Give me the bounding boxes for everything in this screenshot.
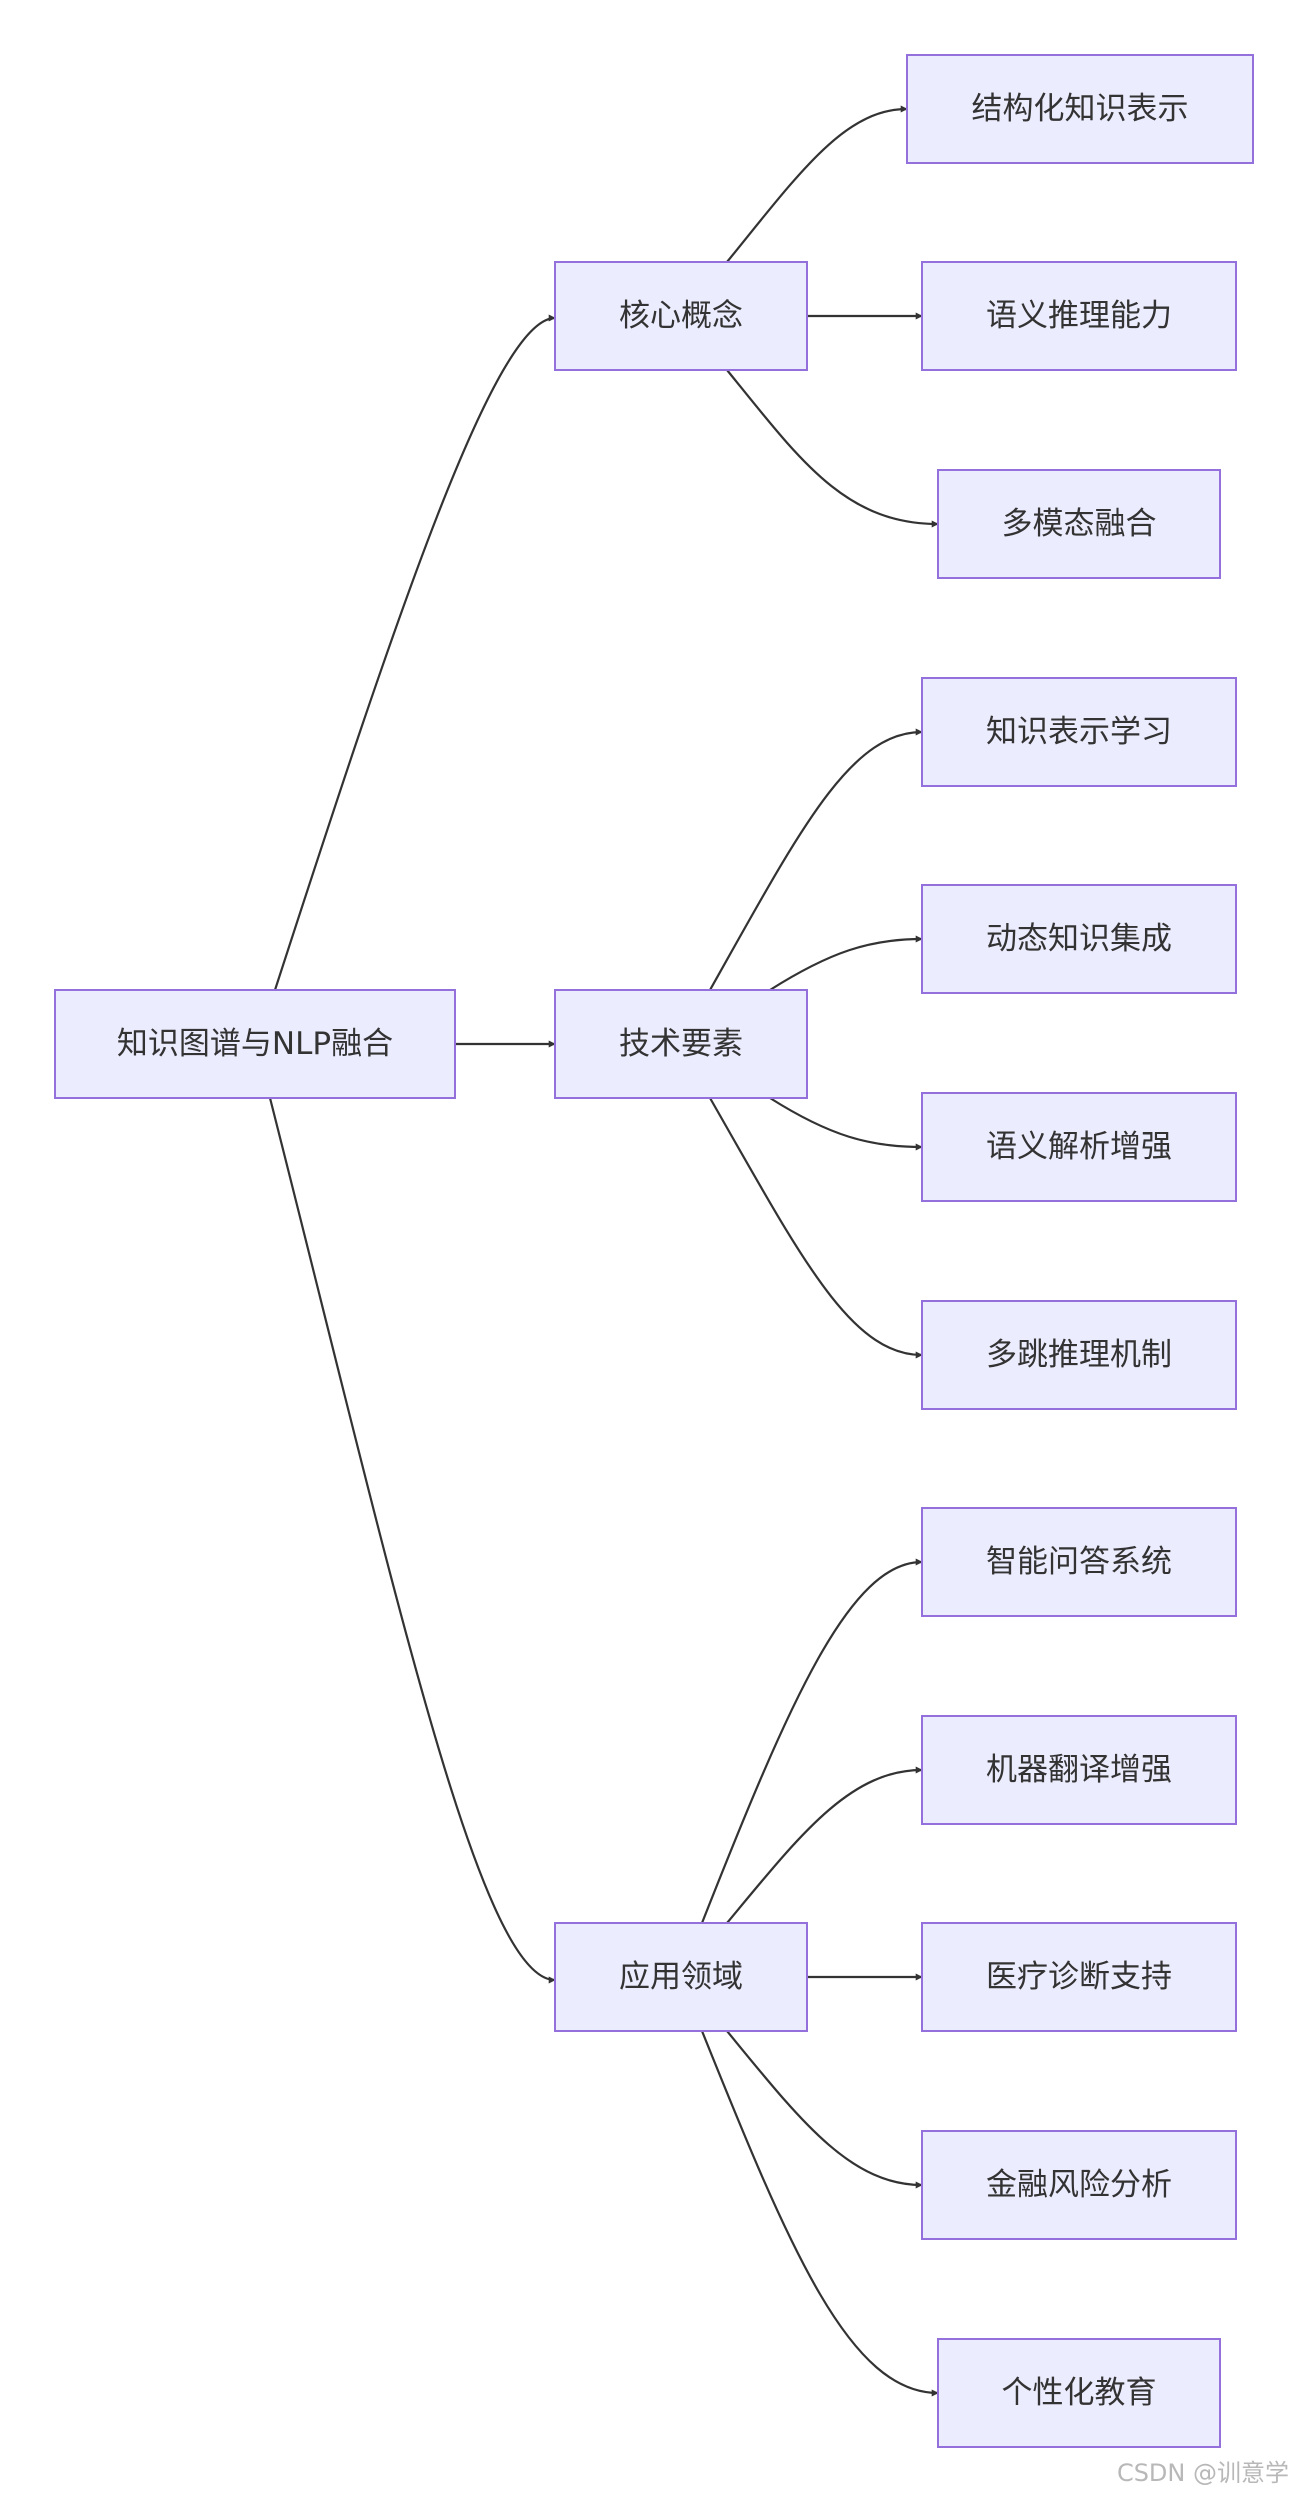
edge-tech-t4 [709, 1097, 923, 1359]
node-label: 个性化教育 [1002, 2375, 1157, 2411]
node-box [554, 989, 808, 1099]
node-box [921, 1507, 1237, 1617]
node-label: 金融风险分析 [986, 2167, 1172, 2203]
edge-core-c1 [726, 105, 908, 263]
node-label: 智能问答系统 [986, 1544, 1172, 1580]
edge-core-c3 [726, 369, 939, 528]
edge-tech-t1 [709, 728, 923, 991]
node-box [921, 1300, 1237, 1410]
node-core: 核心概念 [554, 261, 808, 371]
node-box [937, 469, 1221, 579]
node-label: 知识图谱与NLP融合 [117, 1026, 393, 1062]
node-a4: 金融风险分析 [921, 2130, 1237, 2240]
node-a5: 个性化教育 [937, 2338, 1221, 2448]
node-label: 医疗诊断支持 [986, 1959, 1172, 1995]
node-t3: 语义解析增强 [921, 1092, 1237, 1202]
node-root: 知识图谱与NLP融合 [54, 989, 456, 1099]
node-app: 应用领域 [554, 1922, 808, 2032]
edge-app-a5 [700, 2030, 939, 2397]
node-label: 知识表示学习 [986, 714, 1172, 750]
node-label: 机器翻译增强 [986, 1752, 1172, 1788]
edge-app-a1 [700, 1558, 923, 1924]
edge-tech-t3 [769, 1097, 923, 1151]
node-label: 应用领域 [619, 1959, 743, 1995]
node-label: 结构化知识表示 [972, 91, 1189, 127]
edges-layer [268, 105, 939, 2397]
node-label: 多跳推理机制 [986, 1337, 1172, 1373]
node-box [921, 261, 1237, 371]
node-box [921, 884, 1237, 994]
node-t4: 多跳推理机制 [921, 1300, 1237, 1410]
node-box [554, 261, 808, 371]
node-box [921, 1922, 1237, 2032]
node-a3: 医疗诊断支持 [921, 1922, 1237, 2032]
node-label: 核心概念 [619, 298, 743, 334]
node-label: 技术要素 [619, 1026, 743, 1062]
node-label: 动态知识集成 [986, 921, 1172, 957]
node-box [921, 1092, 1237, 1202]
node-box [937, 2338, 1221, 2448]
node-box [921, 2130, 1237, 2240]
edge-tech-t2 [769, 935, 923, 991]
node-label: 语义解析增强 [986, 1129, 1172, 1165]
node-label: 语义推理能力 [986, 298, 1172, 334]
node-label: 多模态融合 [1002, 506, 1157, 542]
node-c1: 结构化知识表示 [906, 54, 1254, 164]
node-a1: 智能问答系统 [921, 1507, 1237, 1617]
node-box [906, 54, 1254, 164]
node-t2: 动态知识集成 [921, 884, 1237, 994]
node-box [921, 1715, 1237, 1825]
edge-root-app [268, 1097, 556, 1984]
node-c2: 语义推理能力 [921, 261, 1237, 371]
node-c3: 多模态融合 [937, 469, 1221, 579]
node-box [554, 1922, 808, 2032]
node-box [54, 989, 456, 1099]
edge-app-a4 [726, 2030, 923, 2189]
edge-root-core [273, 314, 556, 991]
node-t1: 知识表示学习 [921, 677, 1237, 787]
watermark: CSDN @训意学 [1116, 2459, 1289, 2487]
edge-app-a2 [726, 1766, 923, 1924]
node-box [921, 677, 1237, 787]
node-tech: 技术要素 [554, 989, 808, 1099]
node-a2: 机器翻译增强 [921, 1715, 1237, 1825]
